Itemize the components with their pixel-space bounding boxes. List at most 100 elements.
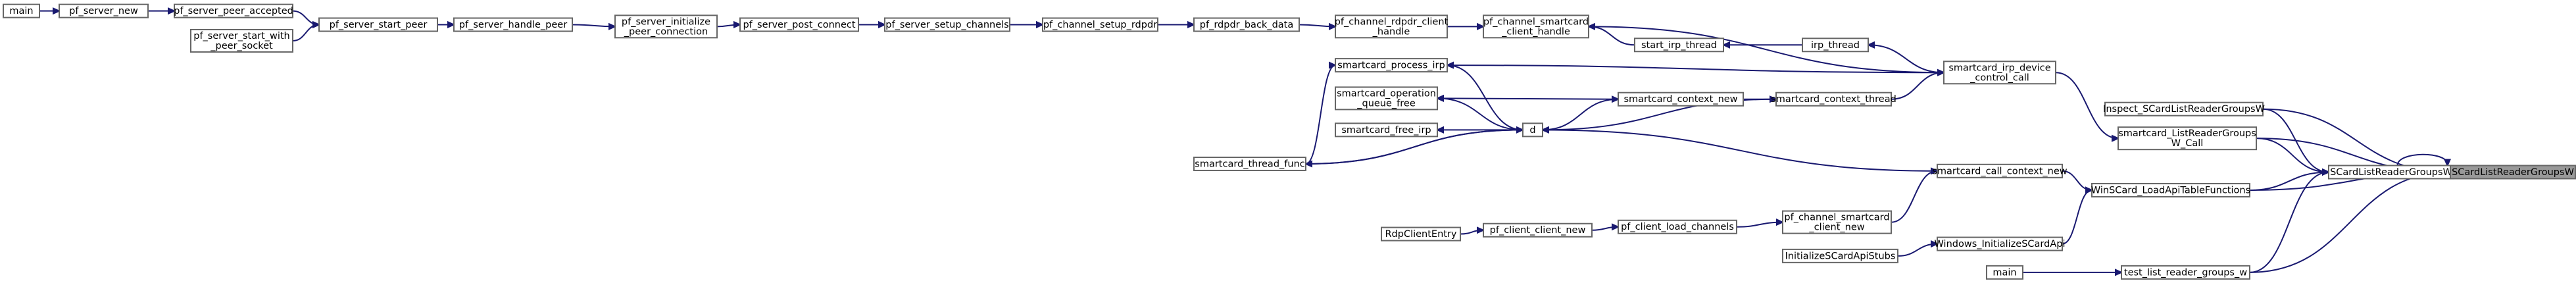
edge-line xyxy=(2055,72,2119,140)
node-box xyxy=(174,3,293,18)
graph-edge xyxy=(2055,72,2120,142)
edge-line xyxy=(1437,97,1523,131)
node-box xyxy=(2121,265,2250,280)
node-box xyxy=(190,28,293,53)
graph-node-main2[interactable]: main xyxy=(1986,265,2023,280)
edge-line xyxy=(1542,98,1619,131)
graph-node-rdpcliententry[interactable]: RdpClientEntry xyxy=(1381,226,1461,242)
graph-node-d[interactable]: d xyxy=(1522,122,1543,138)
graph-node-smartcard-call-context-new[interactable]: smartcard_call_context_new xyxy=(1932,163,2068,178)
edge-line xyxy=(1868,44,1944,74)
graph-edge xyxy=(1299,22,1337,30)
edge-arrowhead xyxy=(2443,159,2452,167)
graph-node-smartcard-context-new[interactable]: smartcard_context_new xyxy=(1618,91,1744,107)
edge-arrowhead xyxy=(1445,61,1454,69)
edge-arrowhead xyxy=(1187,20,1196,29)
graph-node-initializescardapistubs[interactable]: InitializeSCardApiStubs xyxy=(1782,248,1898,263)
graph-edge xyxy=(1866,41,1944,74)
graph-node-smartcard-thread-func[interactable]: smartcard_thread_func xyxy=(1193,156,1306,171)
node-box xyxy=(1775,91,1892,107)
graph-edge xyxy=(1435,94,1523,131)
edge-line xyxy=(2249,171,2329,191)
node-box xyxy=(1335,122,1438,138)
node-label: WinSCard_LoadApiTableFunctions xyxy=(2091,185,2250,195)
graph-node-smartcard-free-irp[interactable]: smartcard_free_irp xyxy=(1335,122,1438,138)
node-label: pf_server_peer_accepted xyxy=(174,6,293,16)
graph-node-pf-channel-setup-rdpdr[interactable]: pf_channel_setup_rdpdr xyxy=(1042,17,1158,32)
node-label: pf_channel_rdpdr_client xyxy=(1335,16,1449,27)
node-box xyxy=(1937,163,2063,178)
graph-edge xyxy=(2062,186,2094,245)
node-label: InitializeSCardApiStubs xyxy=(1785,251,1896,261)
graph-node-pf-channel-rdpdr-client-handle[interactable]: pf_channel_rdpdr_client_handle xyxy=(1335,14,1449,39)
edge-line xyxy=(1588,26,1944,74)
graph-node-start-irp-thread[interactable]: start_irp_thread xyxy=(1634,38,1724,53)
node-label: smartcard_thread_func xyxy=(1195,159,1304,169)
node-box xyxy=(1782,210,1892,234)
graph-node-test-list-reader-groups-w[interactable]: test_list_reader_groups_w xyxy=(2121,265,2250,280)
graph-node-pf-server-setup-channels[interactable]: pf_server_setup_channels xyxy=(884,17,1010,32)
edge-line xyxy=(2249,171,2329,273)
graph-node-pf-server-post-connect[interactable]: pf_server_post_connect xyxy=(739,17,859,32)
edge-arrowhead xyxy=(2085,186,2094,194)
node-box xyxy=(884,17,1010,32)
edge-arrowhead xyxy=(2112,134,2120,142)
node-box xyxy=(318,17,438,32)
node-box xyxy=(739,17,859,32)
graph-node-scardlistreadergroupsw-inner[interactable]: SCardListReaderGroupsW xyxy=(2328,165,2454,180)
edge-arrowhead xyxy=(733,20,742,29)
graph-node-pf-client-client-new[interactable]: pf_client_client_new xyxy=(1483,222,1593,238)
edge-line xyxy=(1542,129,1938,172)
graph-node-pf-server-initialize-peer-connection[interactable]: pf_server_initialize_peer_connection xyxy=(614,14,718,39)
graph-edge xyxy=(2023,269,2123,276)
graph-edge xyxy=(2256,138,2331,176)
edge-line xyxy=(2396,153,2448,166)
node-label: pf_server_start_peer xyxy=(330,20,428,30)
node-box xyxy=(2091,182,2250,197)
graph-edge xyxy=(1891,167,1939,223)
graph-node-irp-thread[interactable]: irp_thread xyxy=(1802,38,1869,53)
graph-node-smartcard-listreadergroupsw-call[interactable]: smartcard_ListReaderGroupsW_Call xyxy=(2118,126,2257,151)
node-label: main xyxy=(1993,267,2016,278)
node-label: smartcard_context_new xyxy=(1623,94,1737,105)
node-label: pf_channel_setup_rdpdr xyxy=(1043,20,1157,30)
edge-line xyxy=(1736,221,1783,228)
edge-arrowhead xyxy=(1329,61,1337,69)
graph-node-pf-server-start-with-peer-socket[interactable]: pf_server_start_with_peer_socket xyxy=(190,28,293,53)
graph-node-pf-channel-smartcard-client-new[interactable]: pf_channel_smartcard_client_new xyxy=(1782,210,1892,234)
node-box xyxy=(2118,126,2257,151)
node-label: pf_channel_smartcard xyxy=(1784,213,1889,223)
graph-node-scardlistreadergroupsw-root[interactable]: SCardListReaderGroupsW xyxy=(2450,165,2576,180)
node-label: main xyxy=(9,6,33,16)
graph-node-windows-initializescardapi[interactable]: Windows_InitializeSCardApi xyxy=(1935,236,2066,251)
graph-node-pf-server-start-peer[interactable]: pf_server_start_peer xyxy=(318,17,438,32)
edge-line xyxy=(1588,26,1635,46)
edge-arrowhead xyxy=(52,7,61,15)
graph-node-inspect-scardlistreadergroupsw[interactable]: Inspect_SCardListReaderGroupsW xyxy=(2103,101,2265,117)
node-label: d xyxy=(1529,125,1535,136)
graph-node-pf-server-new[interactable]: pf_server_new xyxy=(59,3,149,18)
edge-arrowhead xyxy=(1931,167,1939,175)
graph-node-pf-client-load-channels[interactable]: pf_client_load_channels xyxy=(1618,219,1737,234)
graph-node-smartcard-process-irp[interactable]: smartcard_process_irp xyxy=(1335,58,1448,73)
graph-node-smartcard-operation-queue-free[interactable]: smartcard_operation_queue_free xyxy=(1335,86,1438,111)
graph-node-smartcard-context-thread[interactable]: smartcard_context_thread xyxy=(1771,91,1896,107)
graph-node-pf-channel-smartcard-client-handle[interactable]: pf_channel_smartcard_client_handle xyxy=(1483,14,1589,39)
graph-node-pf-server-peer-accepted[interactable]: pf_server_peer_accepted xyxy=(174,3,293,18)
node-box xyxy=(1782,248,1898,263)
graph-edge xyxy=(1736,219,1785,228)
graph-node-main1[interactable]: main xyxy=(3,3,40,18)
graph-node-pf-server-handle-peer[interactable]: pf_server_handle_peer xyxy=(453,17,573,32)
node-box xyxy=(1618,91,1744,107)
graph-node-winscard-loadapitablefunctions[interactable]: WinSCard_LoadApiTableFunctions xyxy=(2091,182,2250,197)
node-label: smartcard_irp_device xyxy=(1948,63,2050,73)
node-label: pf_server_initialize xyxy=(622,16,710,27)
edge-line xyxy=(1891,72,1944,100)
graph-edge xyxy=(292,20,321,41)
graph-node-smartcard-irp-device-control-call[interactable]: smartcard_irp_device_control_call xyxy=(1943,61,2056,85)
graph-node-pf-rdpdr-back-data[interactable]: pf_rdpdr_back_data xyxy=(1193,17,1300,32)
graph-edge xyxy=(1435,94,1619,102)
node-box xyxy=(1802,38,1869,53)
node-label: pf_client_load_channels xyxy=(1621,222,1734,232)
edge-arrowhead xyxy=(1937,68,1946,76)
